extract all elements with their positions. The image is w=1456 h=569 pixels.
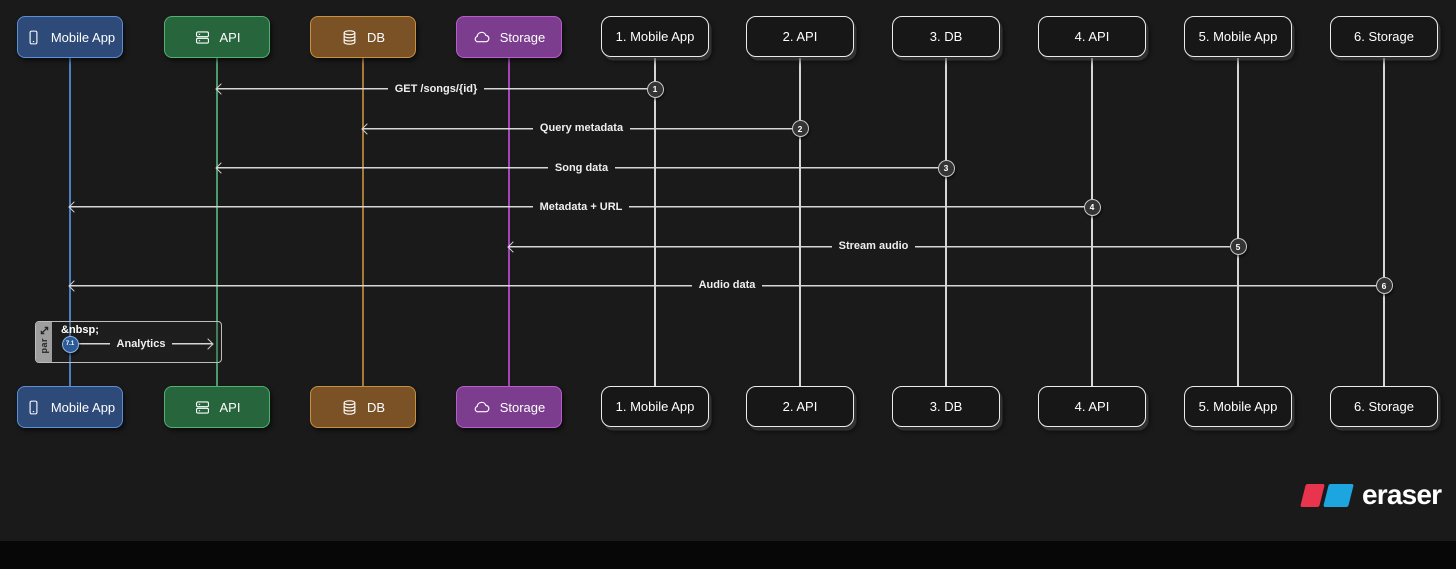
sequence-circle-7-1: 7.1 [61,335,79,353]
lifeline-db [362,58,364,386]
arrow-left-icon [507,240,519,253]
sequence-circle-4: 4 [1083,198,1101,216]
message-label: GET /songs/{id} [387,80,485,98]
participant-5-top[interactable]: 5. Mobile App [1184,16,1292,57]
server-icon [195,400,209,414]
message-song-data[interactable]: Song data [215,159,946,177]
lifeline-participant-3 [945,58,947,386]
participant-1-bottom[interactable]: 1. Mobile App [601,386,709,427]
expand-icon[interactable] [39,325,50,336]
message-label: Audio data [691,277,763,294]
lifeline-participant-5 [1237,58,1239,386]
lifeline-participant-6 [1383,58,1385,386]
actor-mobile-app-bottom[interactable]: Mobile App [17,386,123,428]
participant-6-top[interactable]: 6. Storage [1330,16,1438,57]
sequence-circle-3: 3 [937,159,955,177]
participant-5-bottom[interactable]: 5. Mobile App [1184,386,1292,427]
actor-api-bottom[interactable]: API [164,386,270,428]
actor-db-bottom[interactable]: DB [310,386,416,428]
lifeline-storage [508,58,510,386]
actor-storage-bottom[interactable]: Storage [456,386,562,428]
sequence-circle-6: 6 [1375,277,1393,294]
arrow-left-icon [361,122,373,135]
sequence-circle-2: 2 [791,120,809,137]
participant-6-bottom[interactable]: 6. Storage [1330,386,1438,427]
eraser-logo: eraser [1300,479,1442,510]
participant-2-top[interactable]: 2. API [746,16,854,57]
actor-api-top[interactable]: API [164,16,270,58]
actor-label: DB [366,29,386,45]
par-label: par [39,338,49,354]
actor-label: API [219,29,241,45]
actor-label: Storage [499,29,546,45]
message-label: Query metadata [532,120,631,137]
arrow-left-icon [68,279,80,292]
database-icon [343,399,356,415]
arrow-right-icon [202,338,214,350]
message-label: Song data [547,159,616,177]
par-note: &nbsp; [61,324,99,336]
actor-label: Mobile App [50,399,116,415]
message-audio-data[interactable]: Audio data [68,277,1384,294]
sequence-circle-1: 1 [646,80,664,98]
participant-3-bottom[interactable]: 3. DB [892,386,1000,427]
actor-label: Mobile App [50,29,116,45]
actor-mobile-app-top[interactable]: Mobile App [17,16,123,58]
server-icon [195,30,209,44]
message-get-songs[interactable]: GET /songs/{id} [215,80,655,98]
logo-red-shape [1300,483,1325,507]
actor-db-top[interactable]: DB [310,16,416,58]
participant-1-top[interactable]: 1. Mobile App [601,16,709,57]
cloud-icon [474,401,490,413]
participant-2-bottom[interactable]: 2. API [746,386,854,427]
message-label: Analytics [109,335,173,353]
smartphone-icon [29,400,38,414]
arrow-left-icon [215,83,227,95]
actor-label: DB [366,399,386,415]
par-tab: par [36,322,52,362]
actor-label: Storage [499,399,546,415]
participant-4-bottom[interactable]: 4. API [1038,386,1146,427]
arrow-left-icon [215,162,227,174]
lifeline-participant-1 [654,58,656,386]
smartphone-icon [29,30,38,44]
message-query-metadata[interactable]: Query metadata [361,120,800,137]
actor-label: API [219,399,241,415]
message-stream-audio[interactable]: Stream audio [507,238,1238,255]
participant-3-top[interactable]: 3. DB [892,16,1000,57]
database-icon [343,29,356,45]
sequence-circle-5: 5 [1229,238,1247,255]
logo-blue-shape [1323,483,1354,507]
arrow-left-icon [68,201,80,213]
lifeline-participant-2 [799,58,801,386]
lifeline-api [216,58,218,386]
lifeline-mobile-app [69,58,71,386]
logo-text: eraser [1362,479,1442,510]
actor-storage-top[interactable]: Storage [456,16,562,58]
message-label: Metadata + URL [532,198,630,216]
footer-strip [0,541,1456,569]
message-metadata-url[interactable]: Metadata + URL [68,198,1092,216]
lifeline-participant-4 [1091,58,1093,386]
cloud-icon [474,31,490,43]
participant-4-top[interactable]: 4. API [1038,16,1146,57]
message-label: Stream audio [831,238,916,255]
message-analytics[interactable]: Analytics [70,335,214,353]
